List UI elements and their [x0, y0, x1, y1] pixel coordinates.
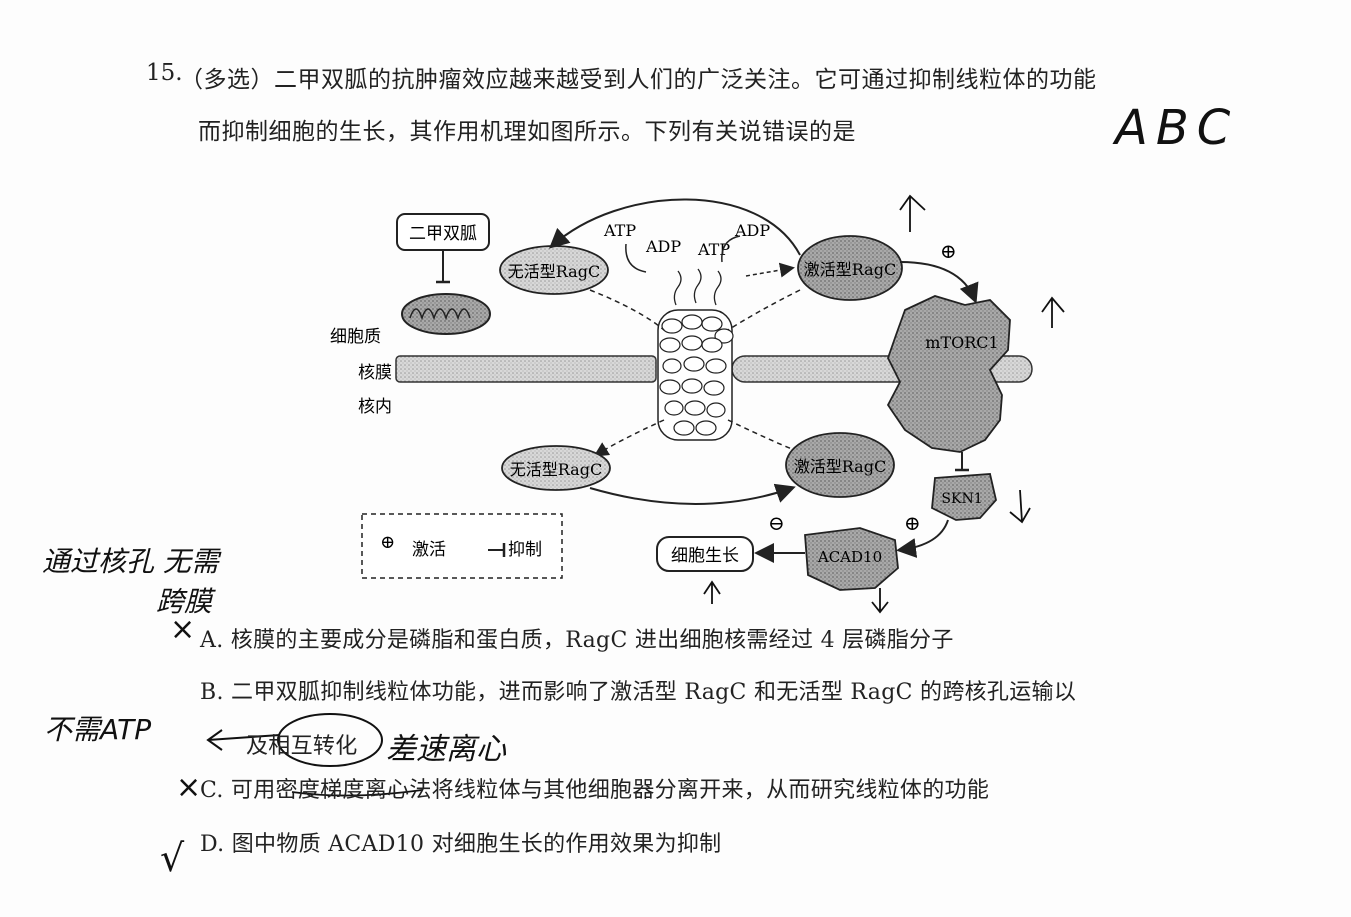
question-stem-line1: （多选）二甲双胍的抗肿瘤效应越来越受到人们的广泛关注。它可通过抑制线粒体的功能 — [180, 67, 1097, 93]
active-ragc-bottom-shape — [785, 432, 895, 498]
plus-acad10: ⊕ — [904, 511, 921, 535]
inactive-ragc-bottom-label: 无活型RagC — [510, 460, 602, 479]
handwritten-note-b: 不需ATP — [44, 713, 152, 746]
handwritten-note-a-line1: 通过核孔 无需 — [42, 545, 219, 578]
nuclear-pore-complex-icon — [657, 268, 734, 441]
option-d: D. 图中物质 ACAD10 对细胞生长的作用效果为抑制 — [200, 832, 722, 857]
dashed-transport-4 — [727, 419, 801, 453]
mtorc1-shape — [886, 295, 1011, 453]
atp-curve-2 — [721, 235, 741, 263]
dashed-transport-2 — [727, 289, 801, 331]
cell-growth-box — [656, 536, 754, 572]
question-stem-line2: 而抑制细胞的生长，其作用机理如图所示。下列有关说错误的是 — [198, 119, 856, 145]
question-number: 15. — [146, 60, 183, 86]
arrow-to-acad10 — [896, 519, 949, 558]
handwritten-note-a-line2: 跨膜 — [156, 585, 213, 618]
option-b-line2: 及相互转化 — [246, 734, 358, 759]
inactive-ragc-bottom-shape — [501, 445, 611, 491]
handwritten-underline — [291, 789, 423, 797]
legend-box — [361, 513, 563, 579]
nucleus-label: 核内 — [358, 397, 392, 417]
handwritten-mark-c: × — [176, 770, 202, 805]
handwritten-answer: ABC — [1115, 100, 1239, 156]
handwritten-arrow-left — [206, 729, 281, 751]
skn1-label: SKN1 — [941, 491, 982, 507]
legend-plus: ⊕ — [380, 532, 395, 553]
option-c: C. 可用密度梯度离心法将线粒体与其他细胞器分离开来，从而研究线粒体的功能 — [200, 778, 990, 803]
dashed-transport-3 — [593, 419, 665, 457]
handwritten-note-c: 差速离心 — [386, 732, 506, 767]
cell-growth-label: 细胞生长 — [671, 546, 739, 566]
minus-cell-growth: ⊖ — [768, 511, 785, 535]
top-conversion-arrow — [549, 198, 801, 256]
handwritten-mark-d: √ — [160, 836, 185, 880]
active-ragc-top-label: 激活型RagC — [804, 260, 896, 279]
membrane-label: 核膜 — [358, 363, 392, 383]
option-b-line1: B. 二甲双胍抑制线粒体功能，进而影响了激活型 RagC 和无活型 RagC 的… — [200, 680, 1077, 705]
option-a: A. 核膜的主要成分是磷脂和蛋白质，RagC 进出细胞核需经过 4 层磷脂分子 — [200, 628, 954, 653]
active-ragc-top-shape — [797, 235, 903, 301]
dashed-transport-1 — [589, 289, 665, 331]
mitochondrion-icon — [401, 293, 491, 335]
legend-activate-label: 激活 — [412, 540, 446, 560]
adp-label-1: ADP — [645, 237, 681, 256]
cytoplasm-label: 细胞质 — [330, 327, 381, 347]
bottom-conversion-arrow — [589, 483, 796, 505]
skn1-shape — [931, 473, 997, 521]
plus-mtorc1: ⊕ — [940, 239, 957, 263]
drug-label: 二甲双胍 — [409, 224, 477, 244]
active-ragc-bottom-label: 激活型RagC — [794, 457, 886, 476]
small-arrow-to-active — [745, 262, 795, 278]
handwritten-circle — [277, 713, 383, 767]
handwritten-arrow-marks — [703, 194, 1065, 614]
atp-curve-1 — [625, 243, 647, 273]
nuclear-membrane-left — [395, 355, 657, 383]
atp-label-2: ATP — [697, 240, 730, 259]
legend-inhibit-label: 抑制 — [508, 540, 542, 560]
acad10-label: ACAD10 — [817, 548, 882, 566]
inactive-ragc-top-label: 无活型RagC — [508, 262, 600, 281]
adp-label-2: ADP — [734, 221, 770, 240]
mtorc1-label: mTORC1 — [925, 333, 998, 352]
arrow-to-mtorc1 — [899, 261, 979, 304]
acad10-shape — [804, 527, 899, 591]
atp-label-1: ATP — [603, 221, 636, 240]
handwritten-mark-a: × — [170, 612, 196, 647]
